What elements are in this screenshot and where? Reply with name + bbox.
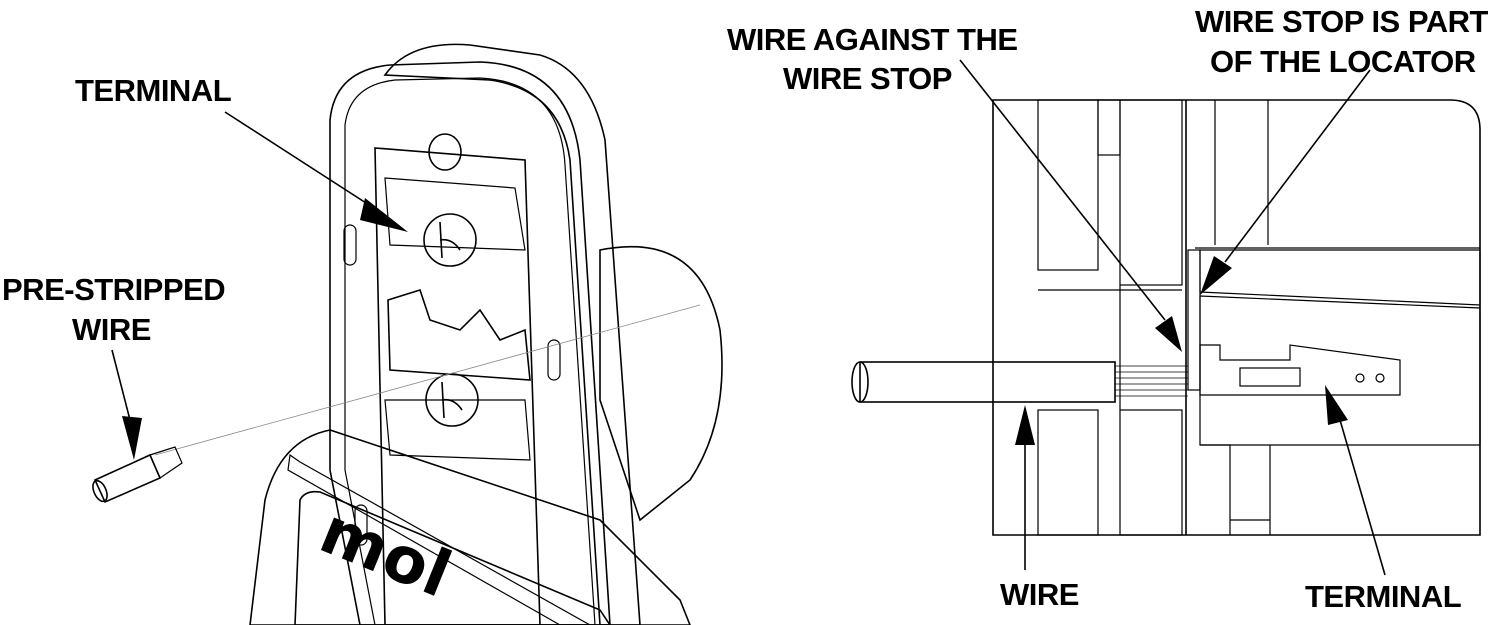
label-wire-against-line1: WIRE AGAINST THE [727,22,1018,57]
label-wire-stop-line1: WIRE STOP IS PART [1195,4,1488,39]
label-wire-against-line2: WIRE STOP [783,61,952,96]
label-wire: WIRE [1000,577,1079,612]
label-wire-stop-line2: OF THE LOCATOR [1210,44,1476,79]
label-pre-stripped-line2: WIRE [72,312,151,347]
wire [859,361,1116,403]
label-terminal-left: TERMINAL [75,73,231,108]
wire-stop [1187,249,1201,391]
screw-icon [423,213,477,267]
crimp-tool-illustration: mol TERMINAL PRE-STRIPPED WIRE [2,43,723,625]
label-pre-stripped-line1: PRE-STRIPPED [2,272,225,307]
cross-section-illustration: WIRE AGAINST THE WIRE STOP WIRE STOP IS … [727,4,1488,614]
molex-logo: mol [310,494,461,612]
label-terminal-right: TERMINAL [1305,579,1461,614]
screw-icon [425,373,479,427]
